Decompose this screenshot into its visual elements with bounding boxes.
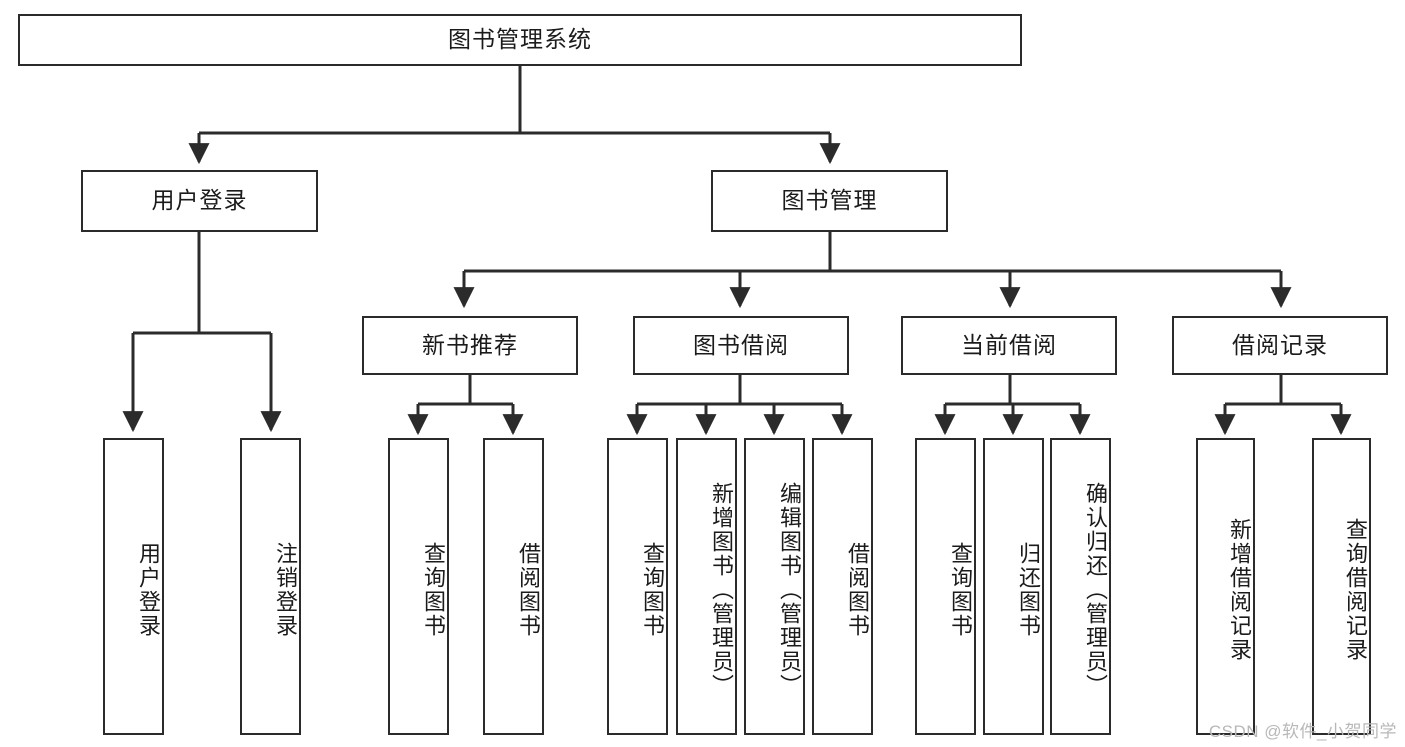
watermark: CSDN @软件_小贺同学	[1208, 722, 1397, 741]
node-leaf-query-record[interactable]: 查询借阅记录	[1312, 438, 1371, 735]
node-borrow-record-label: 借阅记录	[1232, 331, 1328, 358]
node-leaf-query-book-1[interactable]: 查询图书	[388, 438, 449, 735]
node-leaf-user-login[interactable]: 用户登录	[103, 438, 164, 735]
node-leaf-edit-book-label: 编辑图书（管理员）	[777, 481, 802, 698]
node-borrow-record[interactable]: 借阅记录	[1172, 316, 1388, 375]
node-leaf-add-record[interactable]: 新增借阅记录	[1196, 438, 1255, 735]
node-leaf-logout[interactable]: 注销登录	[240, 438, 301, 735]
node-book-manage-label: 图书管理	[781, 187, 878, 214]
node-new-book-rec[interactable]: 新书推荐	[362, 316, 578, 375]
node-leaf-return-book[interactable]: 归还图书	[983, 438, 1044, 735]
node-leaf-logout-label: 注销登录	[273, 541, 298, 638]
node-book-borrow-label: 图书借阅	[693, 331, 789, 358]
node-leaf-add-record-label: 新增借阅记录	[1227, 517, 1252, 662]
node-leaf-return-book-label: 归还图书	[1016, 541, 1041, 638]
node-leaf-query-book-3-label: 查询图书	[948, 541, 973, 638]
node-root-label: 图书管理系统	[448, 26, 592, 53]
node-book-borrow[interactable]: 图书借阅	[633, 316, 849, 375]
node-leaf-query-book-2-label: 查询图书	[640, 541, 665, 638]
node-leaf-query-book-3[interactable]: 查询图书	[915, 438, 976, 735]
node-leaf-add-book[interactable]: 新增图书（管理员）	[676, 438, 737, 735]
node-current-borrow-label: 当前借阅	[961, 331, 1057, 358]
node-leaf-query-book-1-label: 查询图书	[421, 541, 446, 638]
node-new-book-rec-label: 新书推荐	[422, 331, 518, 358]
node-current-borrow[interactable]: 当前借阅	[901, 316, 1117, 375]
node-leaf-borrow-book-1-label: 借阅图书	[516, 541, 541, 638]
node-leaf-query-record-label: 查询借阅记录	[1343, 517, 1368, 662]
node-leaf-query-book-2[interactable]: 查询图书	[607, 438, 668, 735]
node-root[interactable]: 图书管理系统	[18, 14, 1022, 66]
node-leaf-user-login-label: 用户登录	[136, 541, 161, 638]
node-book-manage[interactable]: 图书管理	[711, 170, 948, 232]
node-leaf-confirm-return[interactable]: 确认归还（管理员）	[1050, 438, 1111, 735]
node-user-login[interactable]: 用户登录	[81, 170, 318, 232]
node-leaf-borrow-book-1[interactable]: 借阅图书	[483, 438, 544, 735]
node-leaf-edit-book[interactable]: 编辑图书（管理员）	[744, 438, 805, 735]
node-leaf-borrow-book-2-label: 借阅图书	[845, 541, 870, 638]
node-user-login-label: 用户登录	[151, 187, 248, 214]
node-leaf-borrow-book-2[interactable]: 借阅图书	[812, 438, 873, 735]
node-leaf-add-book-label: 新增图书（管理员）	[709, 481, 734, 698]
node-leaf-confirm-return-label: 确认归还（管理员）	[1083, 481, 1108, 698]
